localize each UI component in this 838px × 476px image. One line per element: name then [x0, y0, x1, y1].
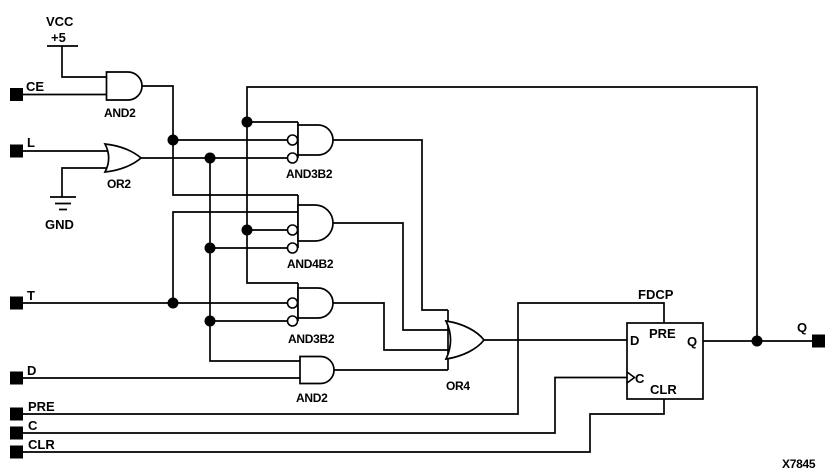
l-input-pad: [10, 144, 23, 158]
q-output-pad: [812, 334, 825, 348]
gate-and2-top: [105, 71, 143, 101]
junction-dot: [204, 315, 216, 327]
gate-and4b2: [297, 195, 334, 248]
bubble-and3b2-mid-in3: [286, 315, 299, 327]
fdcp-flipflop: [626, 322, 704, 400]
net-gnd-to-or2: [50, 167, 112, 211]
net-c-to-fdcp: [23, 376, 627, 434]
or2-gate-label: OR2: [107, 177, 131, 191]
bubble-and3b2-top-in2: [286, 134, 299, 146]
bubble-and3b2-mid-in2: [286, 297, 299, 309]
or4-gate-body: [444, 319, 486, 361]
and3b2-top-gate-label: AND3B2: [286, 167, 333, 181]
and3b2-mid-gate-label: AND3B2: [288, 332, 335, 346]
gate-and2-bottom: [299, 355, 335, 385]
q-terminal-label: Q: [797, 320, 807, 335]
gnd-label: GND: [45, 217, 74, 232]
net-or2-output-chain: [141, 157, 300, 362]
and2-bottom-gate-label: AND2: [296, 391, 328, 405]
net-t-chain: [23, 211, 298, 304]
t-input-pad: [10, 296, 23, 310]
d-terminal-label: D: [27, 363, 36, 378]
ce-terminal-label: CE: [26, 79, 44, 94]
and3b2-mid-gate-body: [297, 287, 334, 319]
gate-and3b2-mid: [297, 283, 334, 321]
and2-bottom-gate-body: [299, 355, 335, 385]
clock-triangle-icon: [626, 371, 636, 384]
bubble-and3b2-top-in3: [286, 152, 299, 164]
pre-input-pad: [10, 407, 23, 421]
gate-or2: [103, 142, 143, 174]
t-terminal-label: T: [27, 288, 35, 303]
net-and3b2-top-to-or4: [333, 139, 448, 311]
junction-dot: [204, 152, 216, 164]
net-and2-top-output: [142, 85, 298, 196]
and4b2-gate-body: [297, 204, 334, 242]
fdcp-pin-q-label: Q: [687, 334, 697, 349]
clr-input-pad: [10, 445, 23, 459]
junction-dot: [751, 335, 763, 347]
fdcp-pin-pre-label: PRE: [649, 326, 676, 341]
gate-or4: [444, 319, 486, 361]
c-terminal-label: C: [28, 418, 38, 433]
d-input-pad: [10, 371, 23, 385]
fdcp-box: [626, 322, 704, 400]
vcc-label: VCC: [46, 14, 74, 29]
junction-dot: [204, 242, 216, 254]
terminal-pads: [10, 88, 825, 459]
wires: [23, 45, 812, 453]
junction-dots: [167, 116, 763, 347]
fdcp-label: FDCP: [638, 287, 674, 302]
fdcp-pin-d-label: D: [630, 333, 639, 348]
junction-dot: [241, 116, 253, 128]
or4-gate-label: OR4: [446, 379, 470, 393]
net-q-feedback: [246, 86, 758, 341]
clr-terminal-label: CLR: [28, 437, 55, 452]
junction-dot: [241, 224, 253, 236]
fdcp-pin-c-label: C: [635, 371, 645, 386]
figure-id-label: X7845: [782, 457, 816, 471]
and3b2-top-gate-body: [297, 124, 334, 156]
net-vcc-to-and2: [47, 45, 107, 78]
labels: VCC +5 GND CE L T D PRE C CLR Q AND2 OR2…: [26, 14, 816, 471]
or2-gate-body: [103, 142, 143, 174]
ce-input-pad: [10, 88, 23, 101]
net-clr-to-fdcp: [23, 399, 665, 453]
bubble-and4b2-in4: [286, 242, 299, 254]
l-terminal-label: L: [27, 135, 35, 150]
net-and4b2-to-or4: [333, 222, 456, 331]
c-input-pad: [10, 426, 23, 440]
fdcp-pin-clr-label: CLR: [650, 382, 677, 397]
inverted-input-bubbles: [286, 134, 299, 327]
and4b2-gate-label: AND4B2: [287, 257, 334, 271]
net-pre-to-fdcp: [23, 302, 665, 415]
junction-dot: [167, 134, 179, 146]
vcc-value-label: +5: [51, 30, 66, 45]
pre-terminal-label: PRE: [28, 399, 55, 414]
net-and2-bottom-to-or4: [334, 310, 449, 371]
junction-dot: [167, 297, 179, 309]
gate-and3b2-top: [297, 122, 334, 158]
net-and3b2-mid-to-or4: [333, 302, 456, 351]
and2-top-gate-label: AND2: [104, 106, 136, 120]
and2-top-gate-body: [105, 71, 143, 101]
bubble-and4b2-in3: [286, 224, 299, 236]
